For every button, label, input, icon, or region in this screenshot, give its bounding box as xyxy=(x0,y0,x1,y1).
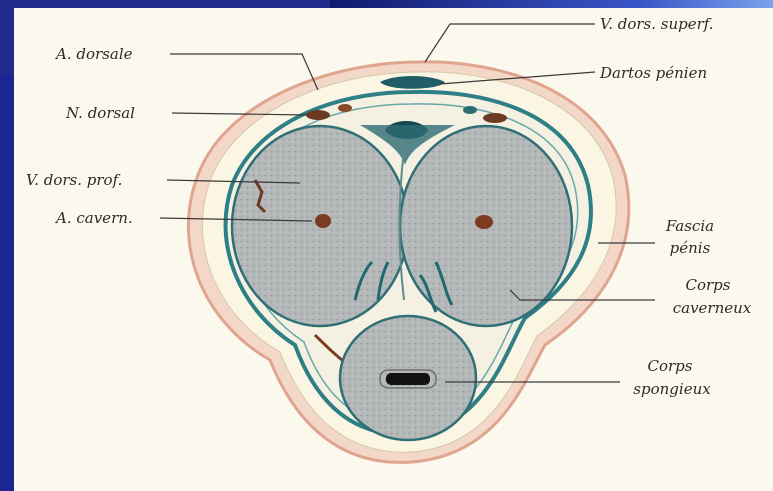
label-corps-caverneux-line1: Corps xyxy=(686,276,731,294)
leader-v-dors-superf xyxy=(425,24,595,62)
label-a-dorsale: A. dorsale xyxy=(54,45,133,63)
label-corps-spongieux-line1: Corps xyxy=(648,357,693,375)
dorsal-artery-left xyxy=(338,104,352,112)
label-v-dors-prof: V. dors. prof. xyxy=(26,171,122,189)
label-dartos-penien: Dartos pénien xyxy=(599,64,707,82)
cavernous-artery-left xyxy=(315,214,331,228)
label-v-dors-superf: V. dors. superf. xyxy=(600,15,714,33)
urethra xyxy=(386,373,430,385)
label-fascia-line2: pénis xyxy=(670,239,711,257)
label-n-dorsal: N. dorsal xyxy=(65,104,135,122)
dorsal-nerve-right xyxy=(483,113,507,123)
label-fascia-line1: Fascia xyxy=(665,217,714,235)
label-corps-caverneux-line2: caverneux xyxy=(673,299,752,317)
label-a-cavern: A. cavern. xyxy=(54,209,133,227)
dorsal-nerve-left xyxy=(306,110,330,120)
dorsal-artery-right xyxy=(463,106,477,114)
cavernous-artery-right xyxy=(475,215,493,229)
label-corps-spongieux-line2: spongieux xyxy=(633,380,711,398)
